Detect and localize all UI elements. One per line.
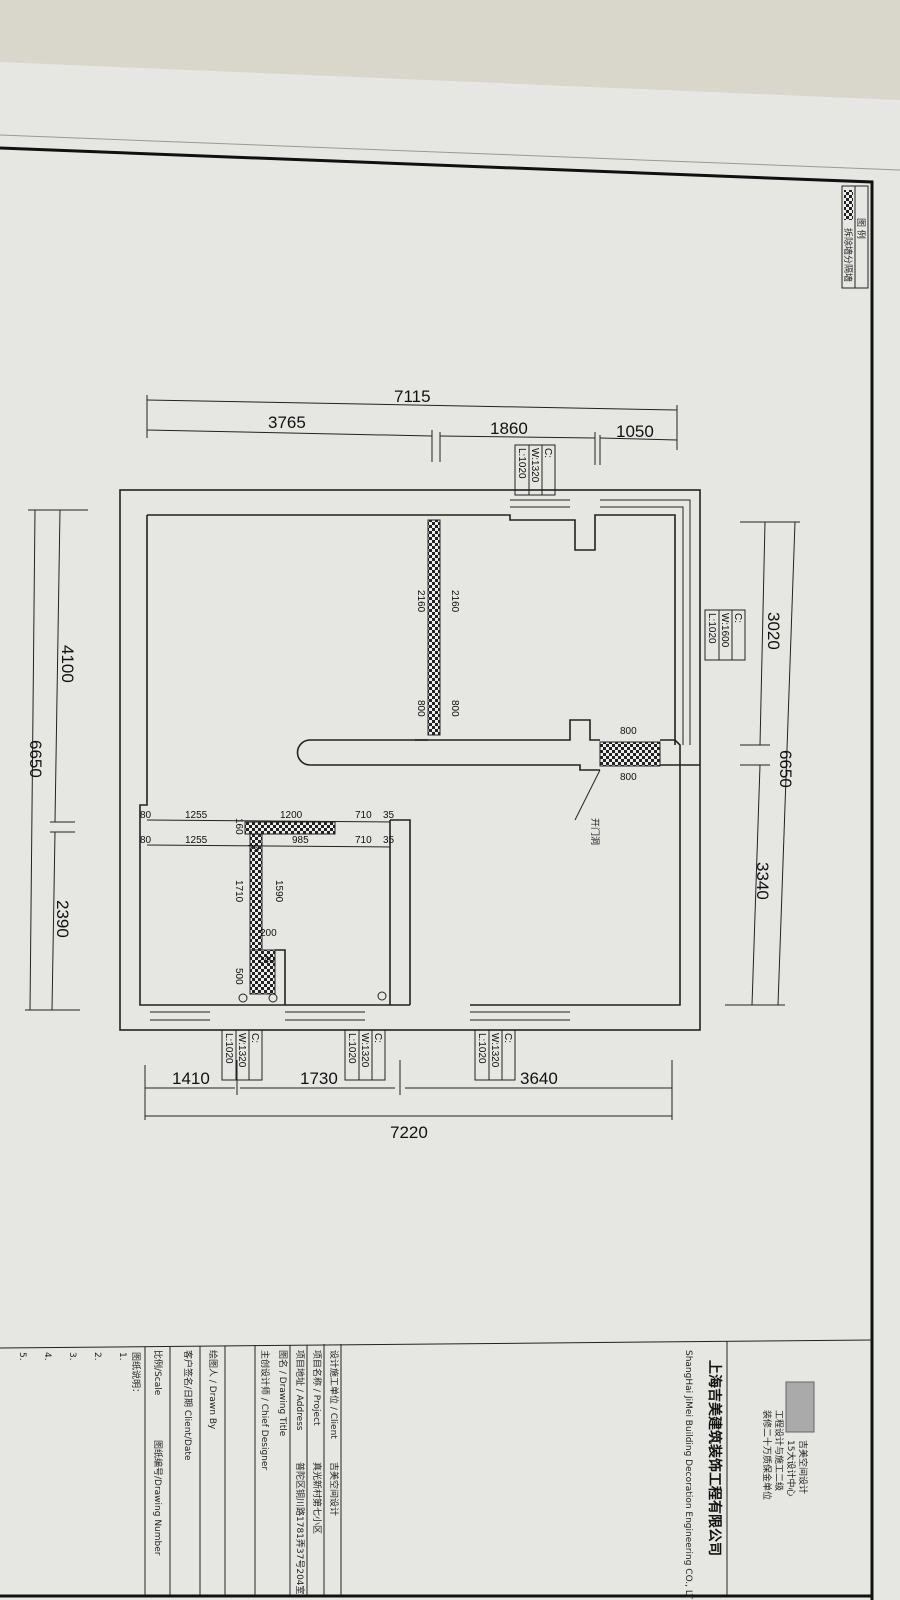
dimension-label: L:1020	[476, 1033, 487, 1064]
dimension-label: 图名 / Drawing Title	[277, 1350, 289, 1437]
dimension-label: 装修二十万质保金单位	[761, 1410, 773, 1500]
dim-left-1: 4100	[58, 645, 77, 683]
legend-item-label: 拆除墙分隔墙	[842, 228, 854, 282]
dim-bottom-total: 7220	[390, 1123, 428, 1142]
dimension-label: 1200	[280, 810, 303, 821]
legend-title: 图 例	[855, 218, 867, 239]
dimension-labels: 7115 3765 1860 1050 6650 3020 3340 6650 …	[26, 387, 795, 1142]
dimension-label: 主创设计师 / Chief Designer	[259, 1350, 271, 1470]
dim-right-2: 3340	[753, 862, 772, 900]
dimension-label: 80	[140, 835, 152, 846]
dimension-label: 800	[620, 772, 637, 783]
dim-top-2: 1860	[490, 419, 528, 438]
dimension-label: 800	[620, 726, 637, 737]
dimension-label: 4.	[42, 1352, 52, 1361]
dimension-label: 800	[415, 700, 426, 717]
dimension-label: 项目名称 / Project	[311, 1350, 323, 1426]
dimension-label: 图纸编号/Drawing Number	[152, 1440, 164, 1556]
dimension-label: C:	[372, 1033, 383, 1043]
dimension-label: C:	[502, 1033, 513, 1043]
dimension-label: 75	[248, 844, 260, 855]
dim-right-total: 6650	[776, 750, 795, 788]
dimension-label: 200	[260, 928, 277, 939]
window-tag: C: W:1320 L:1020	[221, 1029, 263, 1081]
dimension-label: 2160	[449, 590, 460, 613]
window-tag: C: W:1320 L:1020	[474, 1029, 516, 1081]
outlet-icons	[238, 991, 387, 1003]
dimension-label: L:1020	[516, 448, 527, 479]
door-opening-note: 开门洞	[589, 818, 601, 845]
dimension-label: C:	[732, 613, 743, 623]
dimension-label: 500	[233, 968, 244, 985]
dimension-label: L:1020	[346, 1033, 357, 1064]
paper-sheet	[0, 62, 900, 1600]
title-block: 吉美空间设计 15大设计中心 工程设计与施工二级 装修二十万质保金单位 上海吉美…	[0, 1339, 873, 1600]
dimension-label: 710	[355, 810, 372, 821]
dimension-label: C:	[542, 448, 553, 458]
dim-top-total: 7115	[394, 387, 431, 406]
drawing-border	[0, 146, 874, 1600]
dimension-label: 1.	[117, 1352, 127, 1361]
dimension-label: 240	[258, 955, 275, 966]
dimension-label: L:1020	[706, 613, 717, 644]
dimension-label: 吉美空间设计	[328, 1462, 340, 1516]
window-tag: C: W:1320 L:1020	[514, 444, 556, 496]
new-wall-door-segment	[599, 741, 661, 767]
dimension-label: 项目地址 / Address	[294, 1350, 306, 1431]
window-tag: C: W:1600 L:1020	[704, 609, 746, 661]
legend: 图 例 拆除墙分隔墙	[841, 185, 869, 289]
dimension-label: 80	[140, 810, 152, 821]
company-name: 上海吉美建筑装饰工程有限公司	[706, 1360, 723, 1556]
dimension-label: 15大设计中心	[785, 1440, 797, 1496]
dim-top-3: 1050	[616, 422, 654, 441]
dimension-label: W:1320	[359, 1033, 370, 1068]
dimension-label: 工程设计与施工二级	[773, 1410, 785, 1491]
dimension-label: 2160	[415, 590, 426, 613]
inner-dimensions: 80 1255 1200 710 35 80 1255 985 710 35 1…	[140, 590, 637, 985]
dimension-label: 1255	[185, 835, 208, 846]
dimension-label: 普陀区铜川路1781弄37号204室	[294, 1462, 306, 1595]
dimension-label: 比例/Scale	[152, 1350, 164, 1396]
walls	[119, 489, 701, 1031]
dimension-label: C:	[249, 1033, 260, 1043]
dimension-lines	[25, 395, 800, 1120]
dimension-label: 160	[233, 818, 244, 835]
new-wall-vertical	[427, 519, 441, 736]
dim-bottom-3: 3640	[520, 1069, 558, 1088]
new-wall-horizontal	[244, 821, 336, 835]
company-name-en: ShangHai JiMei Building Decoration Engin…	[683, 1350, 693, 1600]
dimension-label: 710	[355, 835, 372, 846]
dimension-label: 35	[383, 810, 395, 821]
dimension-label: 绘图人 / Drawn By	[207, 1350, 219, 1430]
dimension-label: W:1320	[236, 1033, 247, 1068]
dimension-label: 1255	[185, 810, 208, 821]
dimension-label: 设计施工单位 / Client	[328, 1350, 340, 1439]
dim-right-1: 3020	[764, 612, 783, 650]
dimension-label: W:1320	[529, 448, 540, 483]
dimension-label: 吉美空间设计	[797, 1440, 809, 1494]
company-logo	[785, 1381, 815, 1433]
dimension-label: 客户签名/日期 Client/Date	[182, 1350, 194, 1461]
dimension-label: W:1320	[489, 1033, 500, 1068]
dim-top-1: 3765	[268, 413, 306, 432]
dimension-label: 1590	[273, 880, 284, 903]
dimension-label: L:1020	[223, 1033, 234, 1064]
window-tag: C: W:1320 L:1020	[344, 1029, 386, 1081]
dim-left-total: 6650	[26, 740, 45, 778]
dimension-label: 800	[449, 700, 460, 717]
dimension-label: 35	[383, 835, 395, 846]
dim-bottom-1: 1410	[172, 1069, 210, 1088]
dim-left-2: 2390	[53, 900, 72, 938]
dimension-label: 真光新村第七小区	[311, 1462, 323, 1534]
dimension-label: 2.	[92, 1352, 102, 1361]
dimension-label: 5.	[17, 1352, 27, 1361]
dimension-label: 985	[292, 835, 309, 846]
dimension-label: 1710	[233, 880, 244, 903]
dimension-label: 图纸说明：	[130, 1352, 142, 1397]
dimension-label: W:1600	[719, 613, 730, 648]
dim-bottom-2: 1730	[300, 1069, 338, 1088]
outer-wall	[119, 489, 701, 1031]
hatch-swatch-icon	[844, 190, 853, 220]
dimension-label: 3.	[67, 1352, 77, 1361]
